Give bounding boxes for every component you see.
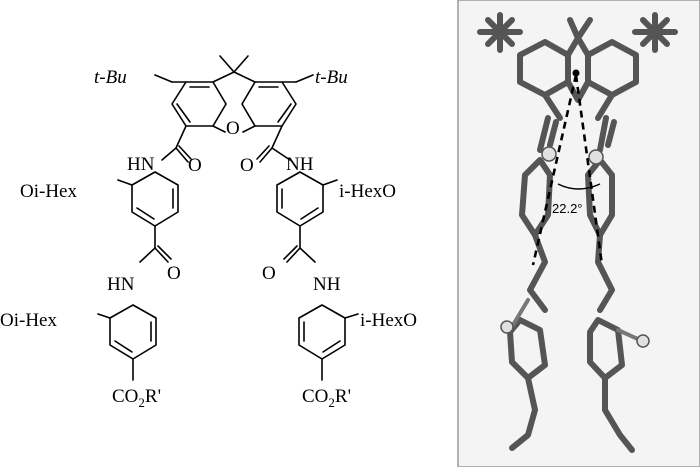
dashed-line-left: [531, 74, 578, 266]
xanthene-oxygen-label: O: [226, 118, 240, 139]
amide-hn-label-2: HN: [107, 274, 135, 295]
angle-arc: [557, 183, 601, 190]
right-lower-ring: [298, 304, 346, 360]
atom-sphere: [588, 149, 604, 165]
atom-sphere: [500, 320, 514, 334]
right-middle-ring: [276, 171, 324, 227]
molecular-model-panel: 22.2°: [457, 0, 700, 467]
oihex-label-2: Oi-Hex: [0, 310, 57, 331]
amide-hn-label-1: HN: [127, 154, 155, 175]
carbonyl-o-label-3: O: [167, 263, 181, 284]
tbu-label-left: t-Bu: [94, 67, 127, 88]
left-lower-ring: [109, 304, 157, 360]
carbonyl-o-label-1: O: [188, 155, 202, 176]
centroid-dot: [572, 69, 580, 77]
dashed-line-right: [574, 74, 604, 266]
model-panel-frame: [457, 0, 700, 467]
ester-label-left: CO2R': [112, 386, 161, 410]
atom-sphere: [636, 334, 650, 348]
atom-sphere: [541, 146, 557, 162]
amide-nh-label-2: NH: [313, 274, 341, 295]
molecular-model: 22.2°: [477, 12, 678, 453]
left-aryl-ring: [171, 81, 227, 127]
ihexo-label-2: i-HexO: [360, 310, 417, 331]
methyl-bond-right: [233, 55, 249, 73]
ihexo-label-1: i-HexO: [339, 181, 396, 202]
tbu-label-right: t-Bu: [315, 67, 348, 88]
methyl-bond-left: [219, 55, 235, 73]
left-middle-ring: [131, 171, 179, 227]
carbonyl-o-label-4: O: [262, 263, 276, 284]
oihex-label-1: Oi-Hex: [20, 181, 77, 202]
angle-label: 22.2°: [552, 201, 583, 216]
right-aryl-ring: [241, 81, 297, 127]
chemical-structure: t-Bu t-Bu O HN NH O O Oi-Hex i-HexO O O …: [0, 55, 417, 410]
xanthene-core: [154, 55, 314, 149]
amide-nh-label-1: NH: [286, 154, 314, 175]
ester-label-right: CO2R': [302, 386, 351, 410]
carbonyl-o-label-2: O: [240, 155, 254, 176]
